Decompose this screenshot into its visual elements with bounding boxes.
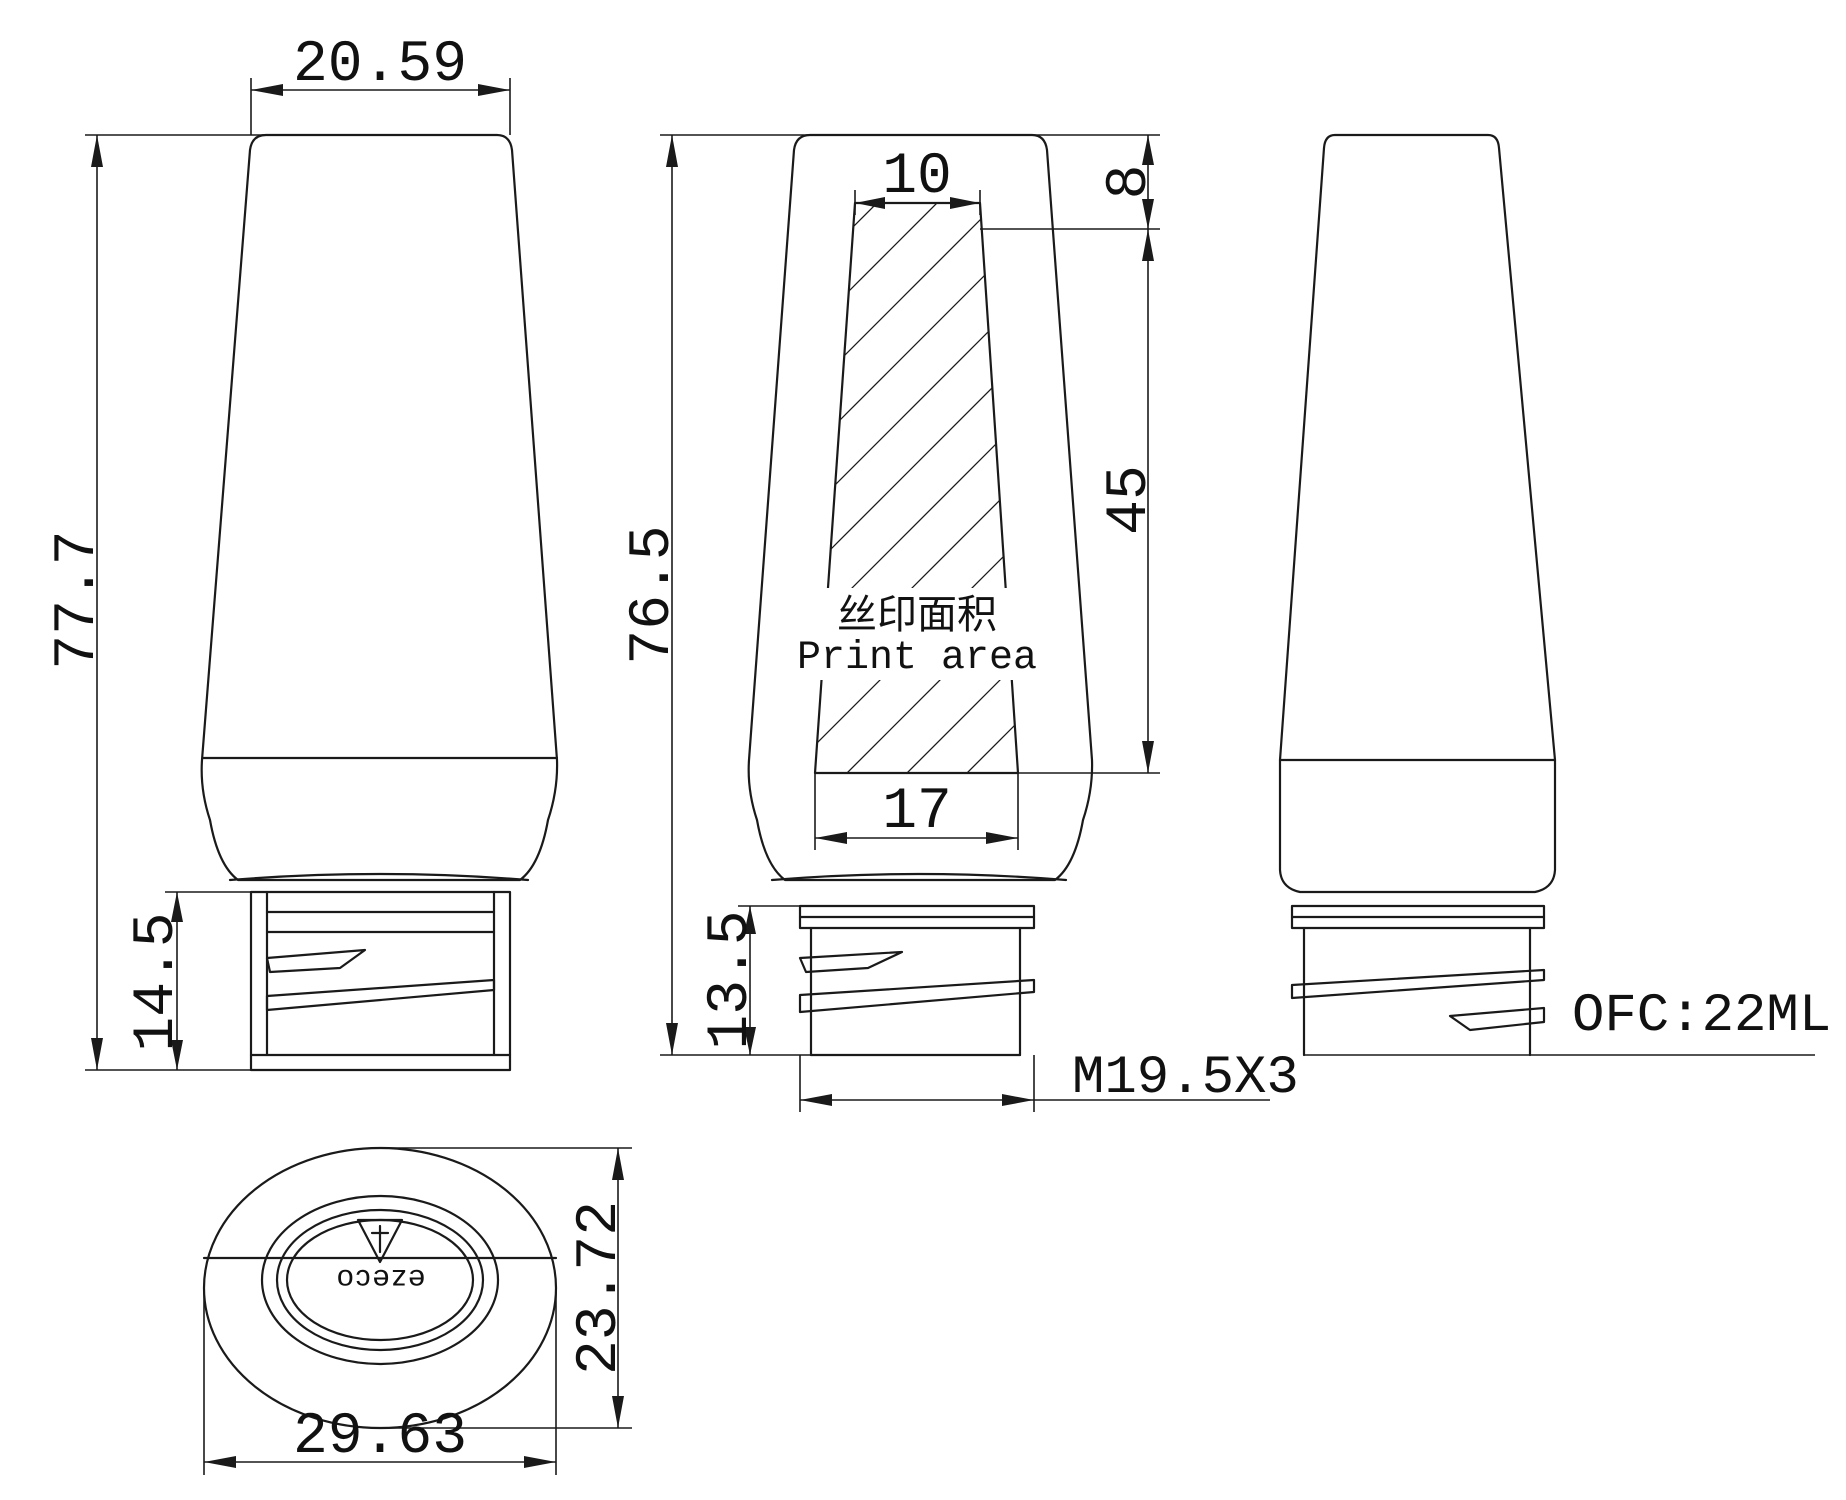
body-bottom-curve — [228, 872, 530, 882]
side-view: OFC:22ML — [1278, 133, 1831, 1057]
bottle-body-outline — [200, 133, 559, 882]
front-view-with-cap: 20.59 77.7 14.5 — [46, 33, 559, 1072]
dim-neck-height: 13.5 — [699, 910, 764, 1049]
dim-cap-width: 20.59 — [293, 33, 467, 98]
dim-oval-height: 23.72 — [568, 1201, 633, 1375]
front-view-print-area: 丝印面积 Print area 10 8 45 1 — [621, 133, 1299, 1112]
dim-print-top-offset: 8 — [1098, 165, 1163, 200]
dim-print-top-width: 10 — [882, 145, 952, 210]
side-thread-1 — [1290, 968, 1546, 1000]
cap-outline — [249, 890, 512, 1072]
bottle-body-outline-2 — [747, 133, 1094, 882]
dim-cap-height: 14.5 — [125, 912, 190, 1051]
dim-body-height: 76.5 — [621, 525, 686, 664]
neck-thread-2 — [798, 978, 1036, 1014]
bottom-view: ezeco 23.72 29.63 — [202, 1146, 633, 1475]
neck-thread-1 — [798, 950, 904, 974]
capacity-label: OFC:22ML — [1572, 986, 1831, 1047]
dim-print-height: 45 — [1098, 465, 1163, 535]
dim-total-height: 77.7 — [46, 530, 111, 669]
dim-oval-width: 29.63 — [293, 1405, 467, 1470]
print-area-label-en: Print area — [797, 636, 1037, 681]
recycle-icon — [356, 1218, 404, 1264]
side-thread-2 — [1448, 1006, 1546, 1032]
side-body-outline — [1278, 133, 1557, 894]
inner-oval-1 — [260, 1194, 500, 1366]
cap-thread-2 — [265, 978, 496, 1012]
cap-thread-1 — [265, 948, 367, 974]
print-area-region — [813, 201, 1020, 775]
thread-spec: M19.5X3 — [1072, 1048, 1299, 1109]
bottom-logo-text: ezeco — [335, 1263, 425, 1296]
body-bottom-curve-2 — [770, 872, 1068, 882]
inner-oval-2 — [275, 1208, 485, 1352]
dim-print-bottom-width: 17 — [882, 780, 952, 845]
print-area-label-cn: 丝印面积 — [837, 592, 997, 638]
